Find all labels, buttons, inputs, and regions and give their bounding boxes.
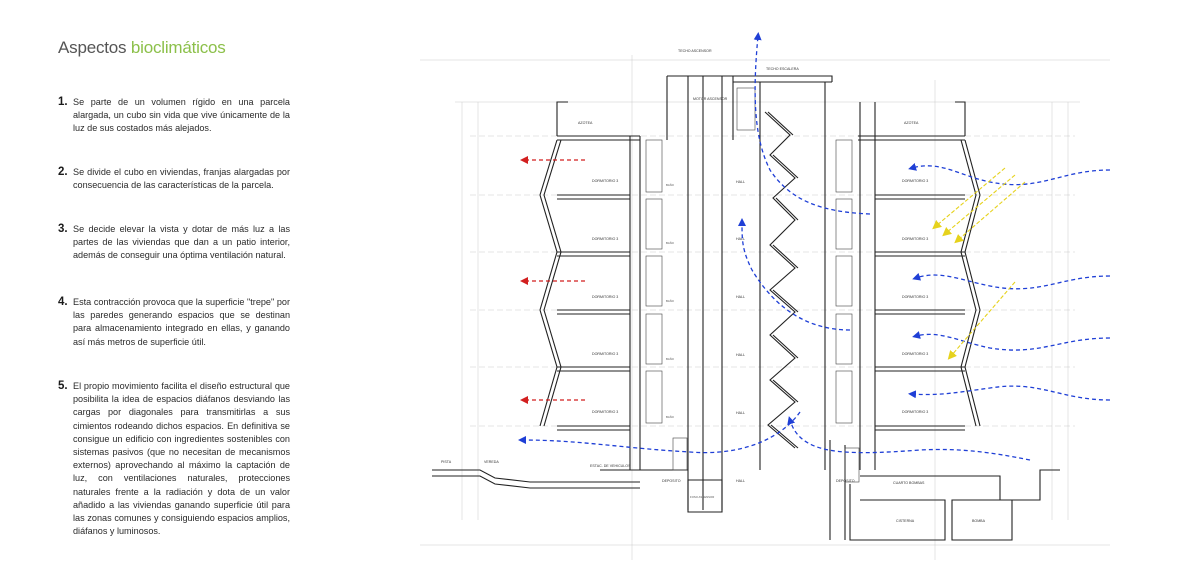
storage-walls [645,87,860,483]
label-deposito: DEPOSITO [836,479,855,483]
list-item: 5. El propio movimiento facilita el dise… [58,380,290,538]
label-azotea-left: AZOTEA [578,121,593,125]
item-text: Esta contracción provoca que la superfic… [73,297,290,347]
label-hall: HALL [736,411,745,415]
label-dormitorio: DORMITORIO 3 [902,237,928,241]
list-item: 4. Esta contracción provoca que la super… [58,296,290,349]
title-prefix: Aspectos [58,38,127,57]
label-techo-escalera: TECHO ESCALERA [766,67,799,71]
label-dormitorio: DORMITORIO 3 [592,352,618,356]
label-pista: PISTA [441,460,452,464]
label-estacionamiento: ESTAC. DE VEHICULOS [590,464,631,468]
item-text: Se decide elevar la vista y dotar de más… [73,224,290,261]
building-section-drawing: TECHO ASCENSOR TECHO ESCALERA MOTOR ASCE… [420,32,1111,560]
list-item: 2. Se divide el cubo en viviendas, franj… [58,166,290,192]
label-dormitorio: DORMITORIO 3 [902,295,928,299]
drawing-labels: TECHO ASCENSOR TECHO ESCALERA MOTOR ASCE… [441,49,986,523]
label-cuarto-bombas: CUARTO BOMBAS [893,481,925,485]
building-structure [432,75,1060,541]
label-hall: HALL [736,353,745,357]
list-item: 3. Se decide elevar la vista y dotar de … [58,223,290,263]
item-number: 4. [58,296,68,308]
label-foso: FOSO ASCENSOR [690,495,714,499]
label-dormitorio: DORMITORIO 3 [902,179,928,183]
label-hall: HALL [736,180,745,184]
item-number: 1. [58,96,68,108]
title-accent: bioclimáticos [130,38,226,57]
label-bomba: BOMBA [972,519,986,523]
label-hall: HALL [736,479,745,483]
label-vereda: VEREDA [484,460,499,464]
page-title: Aspectos bioclimáticos [58,38,226,58]
label-dormitorio: DORMITORIO 3 [902,410,928,414]
label-deposito: DEPOSITO [662,479,681,483]
label-bano: BAÑO [666,298,675,303]
item-number: 3. [58,223,68,235]
label-bano: BAÑO [666,356,675,361]
list-item: 1. Se parte de un volumen rígido en una … [58,96,290,136]
label-azotea-right: AZOTEA [904,121,919,125]
label-dormitorio: DORMITORIO 3 [592,179,618,183]
label-dormitorio: DORMITORIO 3 [592,237,618,241]
label-bano: BAÑO [666,240,675,245]
item-text: El propio movimiento facilita el diseño … [73,381,290,537]
item-number: 5. [58,380,68,392]
label-cisterna: CISTERNA [896,519,915,523]
label-dormitorio: DORMITORIO 3 [902,352,928,356]
label-bano: BAÑO [666,182,675,187]
label-dormitorio: DORMITORIO 3 [592,295,618,299]
label-hall: HALL [736,237,745,241]
item-number: 2. [58,166,68,178]
label-techo-ascensor: TECHO ASCENSOR [678,49,712,53]
label-hall: HALL [736,295,745,299]
label-dormitorio: DORMITORIO 3 [592,410,618,414]
item-text: Se divide el cubo en viviendas, franjas … [73,167,290,191]
ventilation-flows [518,32,1111,461]
dimension-lines [420,55,1110,560]
item-text: Se parte de un volumen rígido en una par… [73,97,290,134]
label-motor-ascensor: MOTOR ASCENSOR [693,97,728,101]
label-bano: BAÑO [666,414,675,419]
